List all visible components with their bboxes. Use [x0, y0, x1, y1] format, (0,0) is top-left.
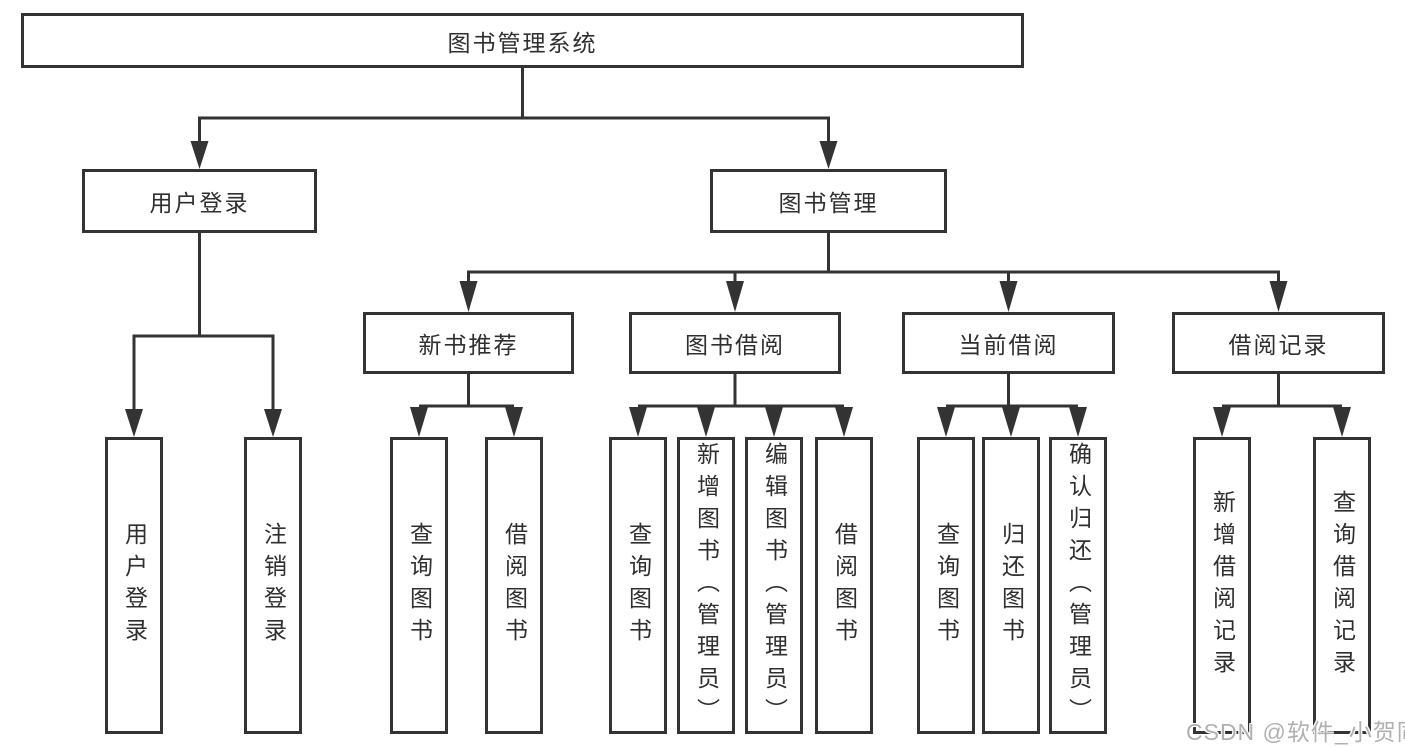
- node-label: 图书借阅: [685, 332, 785, 358]
- leaf-label: 新增图书（管理员）: [693, 441, 720, 730]
- leaf-borrow-books: 借阅图书: [815, 437, 873, 734]
- leaf-return-books: 归还图书: [982, 437, 1040, 734]
- node-borrow-records: 借阅记录: [1172, 312, 1385, 374]
- leaf-query-books: 查询图书: [917, 437, 975, 734]
- node-label: 图书管理: [778, 190, 879, 216]
- node-book-management: 图书管理: [710, 169, 947, 233]
- leaf-label: 查询图书: [625, 521, 652, 650]
- leaf-label: 查询图书: [406, 521, 433, 650]
- leaf-add-borrow-record: 新增借阅记录: [1193, 437, 1251, 734]
- node-label: 新书推荐: [418, 332, 519, 358]
- leaf-add-books-admin: 新增图书（管理员）: [677, 437, 735, 734]
- node-new-book-recommend: 新书推荐: [363, 312, 574, 374]
- node-user-login: 用户登录: [82, 169, 317, 233]
- node-current-borrow: 当前借阅: [902, 312, 1115, 374]
- leaf-label: 注销登录: [260, 521, 287, 650]
- leaf-label: 借阅图书: [831, 521, 858, 650]
- leaf-label: 新增借阅记录: [1209, 489, 1236, 682]
- leaf-user-login: 用户登录: [105, 437, 163, 734]
- leaf-label: 归还图书: [998, 521, 1025, 650]
- leaf-label: 用户登录: [121, 521, 148, 650]
- leaf-query-books: 查询图书: [390, 437, 448, 734]
- leaf-label: 查询借阅记录: [1329, 489, 1356, 682]
- node-book-borrow: 图书借阅: [629, 312, 841, 374]
- leaf-edit-books-admin: 编辑图书（管理员）: [745, 437, 803, 734]
- leaf-label: 确认归还（管理员）: [1065, 441, 1092, 730]
- node-label: 借阅记录: [1228, 332, 1329, 358]
- leaf-label: 查询图书: [933, 521, 960, 650]
- leaf-label: 编辑图书（管理员）: [761, 441, 788, 730]
- node-label: 当前借阅: [958, 332, 1059, 358]
- node-label: 图书管理系统: [447, 29, 598, 56]
- watermark: CSDN @软件_小贺同学: [1186, 719, 1405, 745]
- leaf-borrow-books: 借阅图书: [485, 437, 543, 734]
- leaf-confirm-return-admin: 确认归还（管理员）: [1049, 437, 1107, 734]
- leaf-logout: 注销登录: [244, 437, 302, 734]
- leaf-label: 借阅图书: [501, 521, 528, 650]
- leaf-query-borrow-record: 查询借阅记录: [1313, 437, 1371, 734]
- node-label: 用户登录: [149, 190, 250, 216]
- node-library-management-system: 图书管理系统: [21, 13, 1024, 68]
- leaf-query-books: 查询图书: [609, 437, 667, 734]
